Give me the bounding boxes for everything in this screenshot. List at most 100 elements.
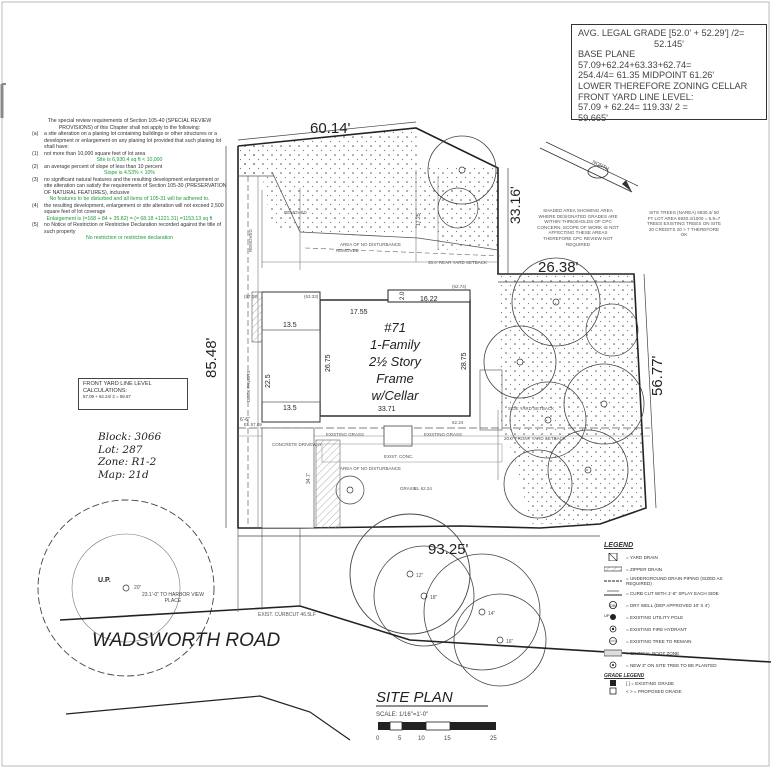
curb-note: EXIST. CURBCUT 46.5LF: [258, 612, 316, 618]
rear-yard-label: 30.0' REAR YARD SETBACK: [428, 260, 487, 265]
porch-top-dim: 13.5: [283, 322, 297, 329]
tree-symbols: [122, 166, 608, 644]
shaded-area-right: [498, 274, 646, 524]
svg-text:UP: UP: [604, 613, 610, 618]
grade-2: (62.74): [452, 284, 467, 289]
shaded-area-top: [238, 128, 498, 250]
grade-5: EL 62.24: [414, 486, 432, 491]
root-zone-utility: [37, 499, 215, 677]
grade-legend-title: GRADE LEGEND: [604, 673, 645, 679]
front-yard-level-box: FRONT YARD LINE LEVEL CALCULATIONS: 57.0…: [78, 378, 188, 410]
fyl-line-2: CALCULATIONS:: [83, 387, 128, 394]
no-disturb-top: AREA OF NO DISTURBANCE: [340, 242, 401, 247]
house-top-left-dim: 17.55: [350, 309, 368, 316]
grade-calculation-box: AVG. LEGAL GRADE [52.0' + 52.29'] /2= 52…: [571, 24, 767, 123]
notes-green-5: No restriction or restrictive declaratio…: [85, 235, 174, 241]
house-footprint: [319, 299, 471, 417]
notes-item-5: (5)no Notice of Restriction or Restricti…: [32, 222, 222, 235]
fyl-line-3: 57.09 + 62.24/ 2 = 59.67: [83, 394, 131, 400]
scale-bar: [378, 721, 496, 731]
no-disturb-bottom: AREA OF NO DISTURBANCE: [340, 466, 401, 471]
dim-right-lower: 56.77': [649, 355, 666, 396]
grass-label: GRASS: [400, 486, 416, 491]
notes-item-3: (3)no significant natural features and t…: [32, 176, 227, 196]
grade-line-7: FRONT YARD LINE LEVEL:: [578, 91, 694, 102]
root-zone-icon: [604, 649, 622, 657]
grade-4: (57.09): [244, 294, 259, 299]
porch: [261, 291, 321, 423]
grade-line-6: LOWER THEREFORE ZONING CELLAR: [578, 80, 748, 91]
house-left-dim: 26.75: [325, 354, 332, 372]
legend-item-fire-hydrant: = EXISTING FIRE HYDRANT: [604, 623, 724, 635]
tree-label-3: 18": [430, 595, 438, 601]
scale-label: SCALE: 1/16"=1'-0": [376, 712, 428, 718]
stairs: [251, 291, 263, 343]
legend-item-yard-drain: = YARD DRAIN: [604, 551, 724, 563]
grade-6: EL 57.09: [244, 422, 262, 427]
conc-label: EXIST. CONC.: [384, 454, 414, 459]
front-setback-label: 20.0' FRONT YARD SETBACK: [504, 436, 566, 441]
dim-17: 17.25': [416, 212, 422, 226]
grade-legend-existing: [ ] = EXISTING GRADE: [604, 679, 724, 687]
road-name: WADSWORTH ROAD: [92, 630, 281, 651]
zone: Zone: R1-2: [98, 456, 157, 469]
grade-1: (63.33): [304, 294, 319, 299]
front-set-dim: 6'-6": [240, 417, 250, 423]
tree-label-1: 20": [134, 585, 142, 591]
dry-well-icon: DW: [604, 601, 622, 609]
legend-item-tree-remain: = EXISTING TREE TO REMAIN: [604, 635, 724, 647]
new-tree-icon: [604, 661, 622, 669]
dim-left: 85.48': [203, 337, 220, 378]
driveway: [261, 427, 315, 529]
block-number: Block: 3066: [98, 431, 162, 443]
existing-grade-icon: [604, 679, 622, 687]
notes-green-3: No features to be disturbed and all item…: [49, 196, 210, 202]
legend-item-utility-pole: UP = EXISTING UTILITY POLE: [604, 613, 684, 620]
special-review-notes: The special review requirements of Secti…: [32, 118, 227, 242]
root-zone-front-1: [349, 513, 471, 635]
notes-green-4: Enlargement is (=168 + 84 + 35.82) = (= …: [46, 215, 213, 222]
scale-tick-0: 0: [376, 736, 380, 742]
grade-3: 62.24: [452, 420, 464, 425]
proposed-grade-icon: [604, 687, 622, 695]
notes-item-1: (1)not more than 10,000 square feet of l…: [32, 150, 146, 157]
legend-title: LEGEND: [604, 542, 634, 549]
legend-item-dry-well: DW = DRY WELL (DEP APPROVED 10' X 4'): [604, 599, 724, 611]
site-trees-note: SITE TREES (NAREA) 6930.4/ 50 FT LOT ARE…: [646, 210, 722, 238]
house-label-3: 2½ Story: [368, 354, 423, 369]
house-label-1: #71: [384, 320, 406, 335]
house-label-4: Frame: [376, 371, 414, 386]
removed-1: REMOVED: [284, 210, 308, 215]
driveway-label: CONCRETE DRIVEWAY: [272, 442, 322, 447]
north-label: NORTH: [591, 159, 610, 172]
lot-number: Lot: 287: [98, 443, 143, 456]
scale-tick-5: 5: [398, 736, 402, 742]
dim-top: 60.14': [310, 120, 351, 137]
yard-drain-icon: [604, 553, 622, 561]
fire-hydrant-icon: [604, 625, 622, 633]
notes-item-4: (4)the resulting development, enlargemen…: [32, 202, 224, 216]
grass-right-label: EXISTING GRASS: [424, 432, 462, 437]
road-far-curb: [65, 695, 351, 741]
drain-pipe-icon: [604, 577, 622, 585]
legend-item-zipper-drain: = ZIPPER DRAIN: [604, 563, 724, 575]
tree-icon: [604, 637, 622, 645]
fyl-line-1: FRONT YARD LINE LEVEL: [83, 381, 152, 387]
scale-tick-15: 15: [444, 736, 451, 742]
block-lot-info: Block: 3066 Lot: 287 Zone: R1-2 Map: 21d: [98, 431, 161, 481]
grade-legend-proposed: < > = PROPOSED GRADE: [604, 687, 724, 695]
dim-step: 26.38': [538, 259, 579, 276]
notes-green-1: Site is 6,930.4 sq ft < 10,000: [96, 157, 163, 163]
road-curb-line: [59, 605, 771, 663]
house-label-5: w/Cellar: [372, 388, 420, 403]
dim-bottom: 93.25': [428, 541, 469, 558]
grade-line-1: AVG. LEGAL GRADE [52.0' + 52.29'] /2=: [578, 28, 745, 38]
house-top-right-dim: 16.22: [420, 296, 438, 303]
legend-item-new-tree: = NEW 3" ON SITE TREE TO BE PLANTED: [604, 659, 724, 671]
map-number: Map: 21d: [98, 468, 149, 481]
legend: LEGEND = YARD DRAIN = ZIPPER DRAIN = UND…: [604, 542, 724, 695]
zipper-drain-icon: [604, 565, 622, 573]
dim-right-upper: 33.16': [507, 186, 523, 224]
